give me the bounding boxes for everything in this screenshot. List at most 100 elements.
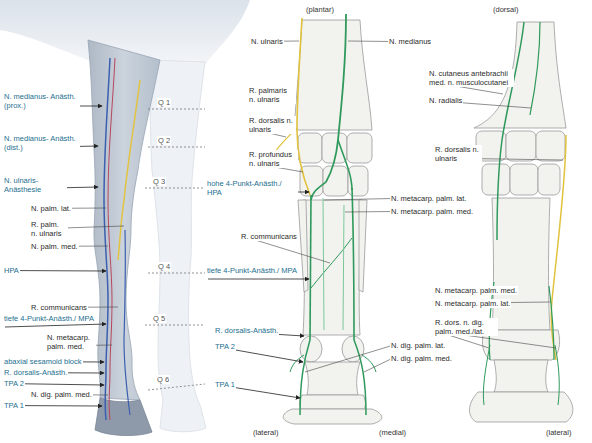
carpal-bone [347,133,372,163]
leader-line [305,346,392,373]
section-marker: Q 6 [156,375,170,384]
view-label: (lateral) [252,428,279,437]
anesthesia-label: TPA 2 [3,379,25,388]
ulnar-nerve [118,80,140,260]
nerve-label: R. palmaris n. ulnaris [248,86,296,104]
digital-branch [483,345,490,405]
view-label: (medial) [378,428,407,437]
metacarpal-nerve [343,205,344,330]
radius [294,20,372,130]
anesthesia-label: N. ulnaris- Anästhesie [3,176,67,194]
median-branch [311,182,326,200]
section-marker: Q 2 [157,136,171,145]
leader-line [364,359,392,373]
carpal-bone [300,166,323,196]
view-label: (lateral) [545,428,572,437]
metacarpus [492,198,550,330]
lateral-palmar-nerve [310,195,311,340]
nerve-label: R. profundus n. ulnaris [248,150,298,168]
arrow [5,270,106,272]
digital-nerve [300,340,310,415]
pastern [305,362,360,395]
nerve-label: R. communicans [240,232,298,241]
nerve-label: R. dorsalis n. ulnaris [434,145,482,163]
section-marker: Q 1 [157,98,171,107]
anesthesia-label: tiefe 4-Punkt-Anästh./ MPA [3,314,97,323]
horse-leg-drawing [0,0,250,436]
arrow [5,324,106,327]
nerve-label: N. dig. palm. lat. [390,341,446,350]
hoof [469,392,572,422]
section-line [148,273,205,274]
short-pastern [300,395,366,409]
section-lines [145,109,205,390]
section-line [148,109,205,110]
dorsal-digital-branch [290,355,304,372]
view-label: (dorsal) [492,5,519,14]
anesthesia-label: N. medianus- Anästh. (dist.) [3,134,80,152]
leader-line [345,211,392,213]
anesthesia-label: hohe 4-Punkt-Anästh./ HPA [206,179,298,197]
nerve-label: R. dorsalis n. ulnaris [248,116,296,134]
hoof [95,398,152,436]
anesthesia-label: N. medianus- Anästh. (prox.) [3,92,80,110]
ulnar-nerve [297,18,310,195]
section-line [145,325,205,326]
section-line [148,384,205,390]
nerve-label: R. dors. n. dig. palm. med./lat. [434,318,498,336]
pastern [494,360,548,392]
view-label: (plantar) [305,5,335,14]
nerve-label: N. radialis [428,96,463,105]
communicating-branch [311,238,352,288]
carpal-bone [510,164,538,195]
section-marker: Q 3 [152,177,166,186]
far-leg [150,60,206,432]
carpal-bone [506,131,536,161]
nerve-label: N. metacarp. palm. lat. [390,194,467,203]
medial-palmar-nerve [352,188,354,340]
anesthesia-label: R. dorsalis-Anästh. [3,368,68,377]
median-branch [338,140,352,190]
nerve-label: N. dig. palm. med. [390,354,453,363]
anesthesia-label: TPA 1 [214,380,236,389]
coffin-bone [283,409,382,424]
artery [108,58,115,420]
section-line [145,188,205,189]
arrow [208,279,309,280]
median-nerve [326,14,346,182]
digital-nerve [354,340,366,415]
nerve-label: N. ulnaris [250,37,284,46]
nerve-label: N. metacarp. palm. med. [390,207,474,216]
anesthesia-label: tiefe 4-Punkt-Anästh./ MPA [206,266,298,275]
lateral-vessel [124,230,130,415]
nerve-label: N. palm. lat. [30,204,72,213]
anesthesia-label: TPA 2 [214,342,236,351]
splint-bone [298,200,308,292]
nerve-label: N. metacarp. palm. lat. [434,299,511,308]
section-line [148,147,205,148]
anesthesia-label: TPA 1 [3,401,25,410]
anesthesia-label: HPA [3,266,20,275]
anesthesia-label: abaxial sesamoid block [3,357,83,366]
metacarpal-nerve [323,198,324,330]
carpal-bone [298,133,322,163]
nerve-label: N. cutaneus antebrachii med. n. musculoc… [428,69,514,87]
nerve-label: R. palm. n. ulnaris [30,220,68,238]
anesthesia-label: R. dorsalis-Anästh. [214,326,279,335]
nerve-label: N. medianus [388,37,432,46]
leader-line [348,41,392,43]
splint-bone [359,200,367,292]
section-marker: Q 5 [152,314,166,323]
radial-nerve [530,22,540,115]
metacarpal-nerve [549,286,554,360]
nerve-label: R. communicans [30,303,88,312]
nerve-label: N. metacarp. palm. med. [46,333,96,351]
leader-lines [32,41,563,395]
nerve-label: N. metacarp. palm. med. [434,286,518,295]
carpal-bone [482,164,510,195]
carpal-bone [538,164,560,195]
nerve-label: N. dig. palm. med. [30,390,93,399]
cutaneous-nerve [497,22,524,240]
